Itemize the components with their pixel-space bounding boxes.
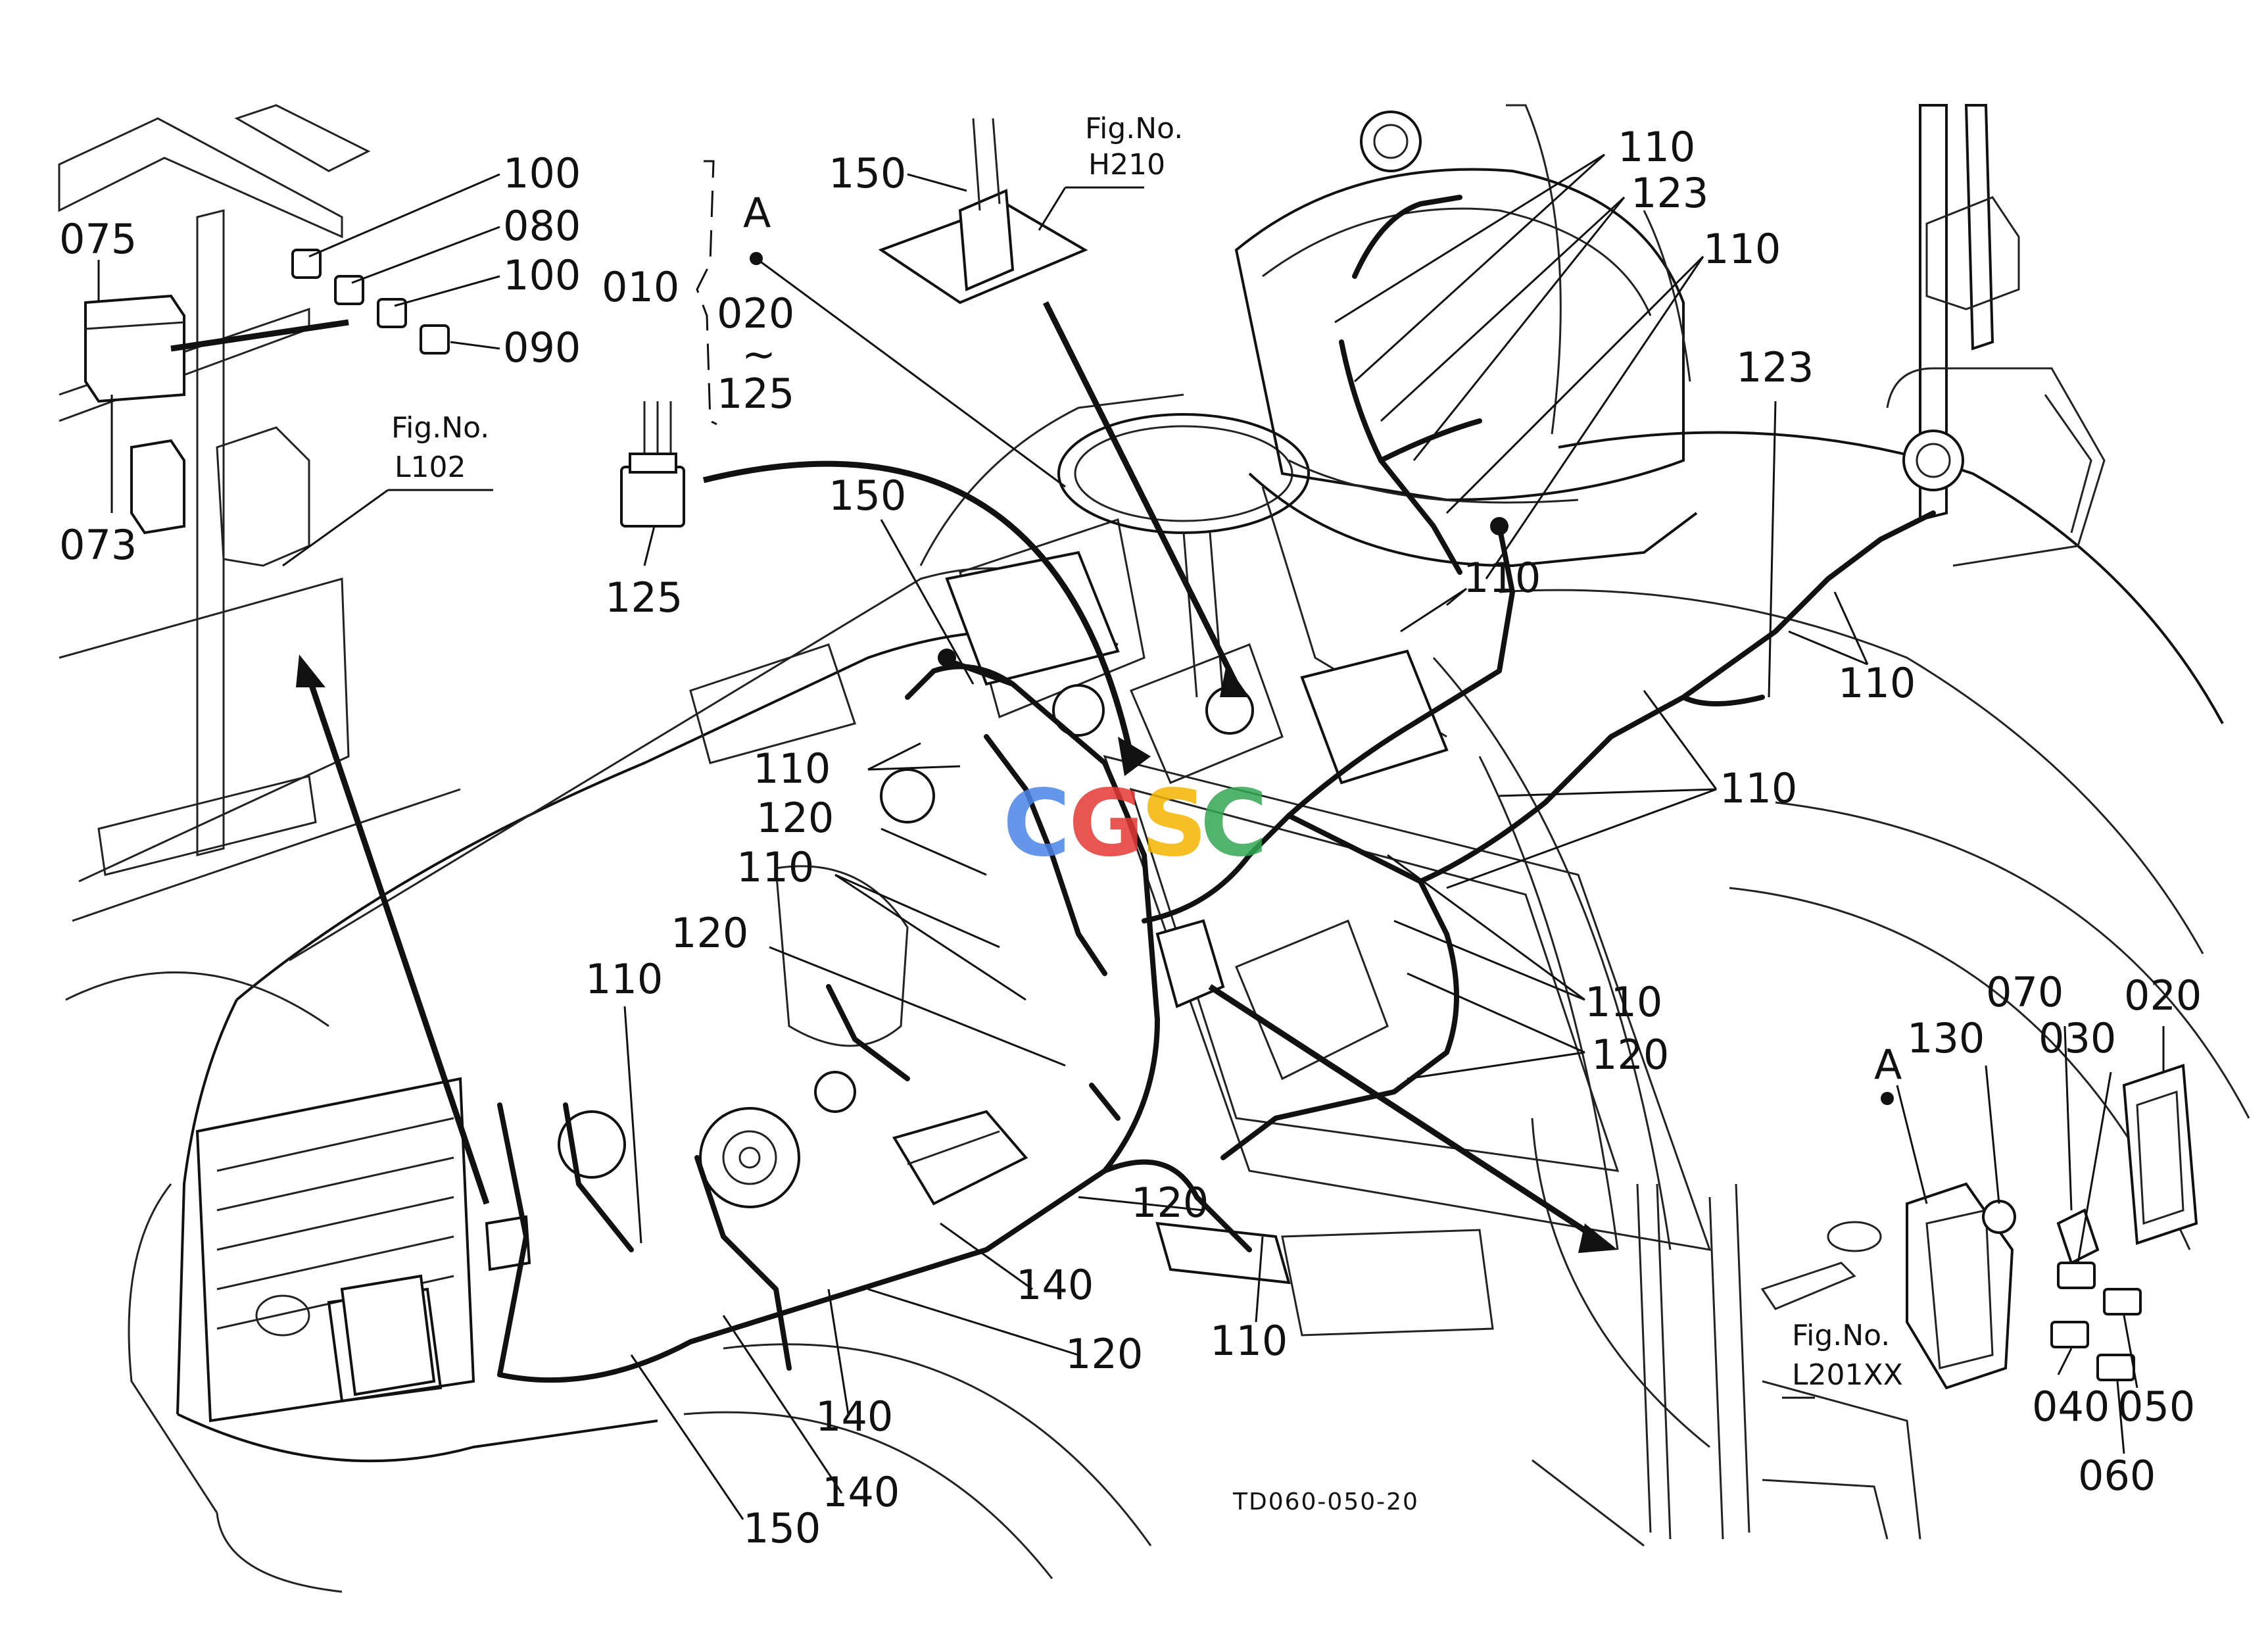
label-120-5: 120 — [1065, 1330, 1143, 1378]
label-123-2: 123 — [1736, 343, 1814, 391]
watermark-letter-c2: C — [1200, 770, 1268, 877]
fig-ref-l201xx-number: L201XX — [1792, 1358, 1903, 1392]
label-110-9: 110 — [1585, 978, 1662, 1026]
wire-harness — [497, 195, 1936, 1383]
fig-ref-l102-number: L102 — [395, 451, 466, 484]
leader-lines — [97, 153, 2165, 1520]
fuse-060 — [2096, 1354, 2135, 1381]
label-110-10: 110 — [1210, 1317, 1288, 1365]
part-labels: 075 073 100 080 100 090 A 010 020 ~ 125 … — [59, 123, 2202, 1552]
relay-125 — [620, 466, 685, 528]
watermark-logo: C G S C — [1003, 770, 1268, 877]
label-100-bottom: 100 — [503, 251, 581, 299]
label-130: 130 — [1907, 1014, 1985, 1062]
fuse-100-top — [291, 249, 322, 279]
label-110-4: 110 — [1838, 659, 1916, 707]
fuse-box-bracket — [130, 439, 185, 535]
work-light-right — [1902, 430, 1964, 491]
label-150-top: 150 — [829, 149, 906, 197]
fuse-090 — [420, 324, 450, 355]
label-090: 090 — [503, 324, 581, 372]
label-110-5: 110 — [1720, 764, 1797, 812]
label-110-2: 110 — [1703, 225, 1781, 273]
fuse-050 — [2103, 1288, 2142, 1315]
fuse-080 — [334, 275, 364, 305]
fuse-100-bottom — [377, 298, 407, 328]
label-125-top: 125 — [717, 370, 794, 418]
label-120-1: 120 — [756, 794, 834, 842]
label-110-6: 110 — [753, 745, 831, 793]
label-075: 075 — [59, 215, 137, 263]
label-150-bottom: 150 — [743, 1504, 821, 1552]
starter-motor — [892, 1110, 1028, 1206]
clip-070 — [2056, 1208, 2100, 1265]
label-060: 060 — [2078, 1452, 2156, 1500]
fig-ref-h210-number: H210 — [1088, 148, 1165, 182]
watermark-letter-g: G — [1069, 770, 1144, 877]
fuse-block-a — [1906, 1182, 2014, 1390]
label-010: 010 — [602, 263, 679, 311]
headlight — [340, 1274, 436, 1396]
label-020: 020 — [2124, 971, 2202, 1020]
tractor-outline — [58, 104, 2250, 1593]
label-110-1: 110 — [1618, 123, 1695, 171]
fig-ref-l102-title: Fig.No. — [391, 411, 489, 445]
fuse-040 — [2050, 1321, 2089, 1348]
instrument-panel — [945, 551, 1120, 686]
label-detail-a-bottom: A — [1874, 1041, 1902, 1089]
label-040: 040 — [2032, 1383, 2110, 1431]
label-020-top: 020 — [717, 289, 794, 337]
controller-box — [1155, 919, 1225, 1008]
reference-arrows — [170, 301, 1618, 1253]
label-030: 030 — [2039, 1014, 2116, 1062]
label-110-3: 110 — [1463, 554, 1541, 602]
label-150-mid: 150 — [829, 472, 906, 520]
label-120-2: 120 — [671, 909, 748, 957]
label-050: 050 — [2117, 1383, 2195, 1431]
watermark-letter-c1: C — [1003, 770, 1071, 877]
label-140-3: 140 — [822, 1468, 900, 1516]
watermark-letter-s: S — [1141, 770, 1207, 877]
fuse-030 — [2057, 1262, 2096, 1289]
fig-ref-h210-title: Fig.No. — [1085, 112, 1183, 145]
figure-references: Fig.No. H210 Fig.No. L102 Fig.No. L201XX — [391, 112, 1903, 1392]
label-120-4: 120 — [1131, 1179, 1209, 1227]
drawing-code: TD060-050-20 — [1232, 1488, 1419, 1515]
fig-ref-l201xx-title: Fig.No. — [1792, 1319, 1890, 1352]
label-080: 080 — [503, 202, 581, 250]
label-125: 125 — [605, 574, 683, 622]
alternator — [699, 1107, 800, 1208]
plug-130 — [1982, 1200, 2016, 1234]
label-110-8: 110 — [585, 955, 663, 1003]
label-110-7: 110 — [736, 843, 814, 891]
work-light-left — [1360, 111, 1422, 172]
label-detail-a-top: A — [743, 189, 771, 237]
label-140-2: 140 — [815, 1392, 893, 1440]
label-073: 073 — [59, 521, 137, 569]
label-070: 070 — [1986, 968, 2063, 1016]
cover-020 — [2122, 1064, 2198, 1245]
label-100-top: 100 — [503, 149, 581, 197]
label-120-3: 120 — [1591, 1031, 1669, 1079]
label-tilde: ~ — [742, 330, 776, 378]
label-123-1: 123 — [1631, 169, 1708, 217]
label-140-1: 140 — [1016, 1261, 1094, 1309]
fuse-box — [84, 294, 185, 403]
